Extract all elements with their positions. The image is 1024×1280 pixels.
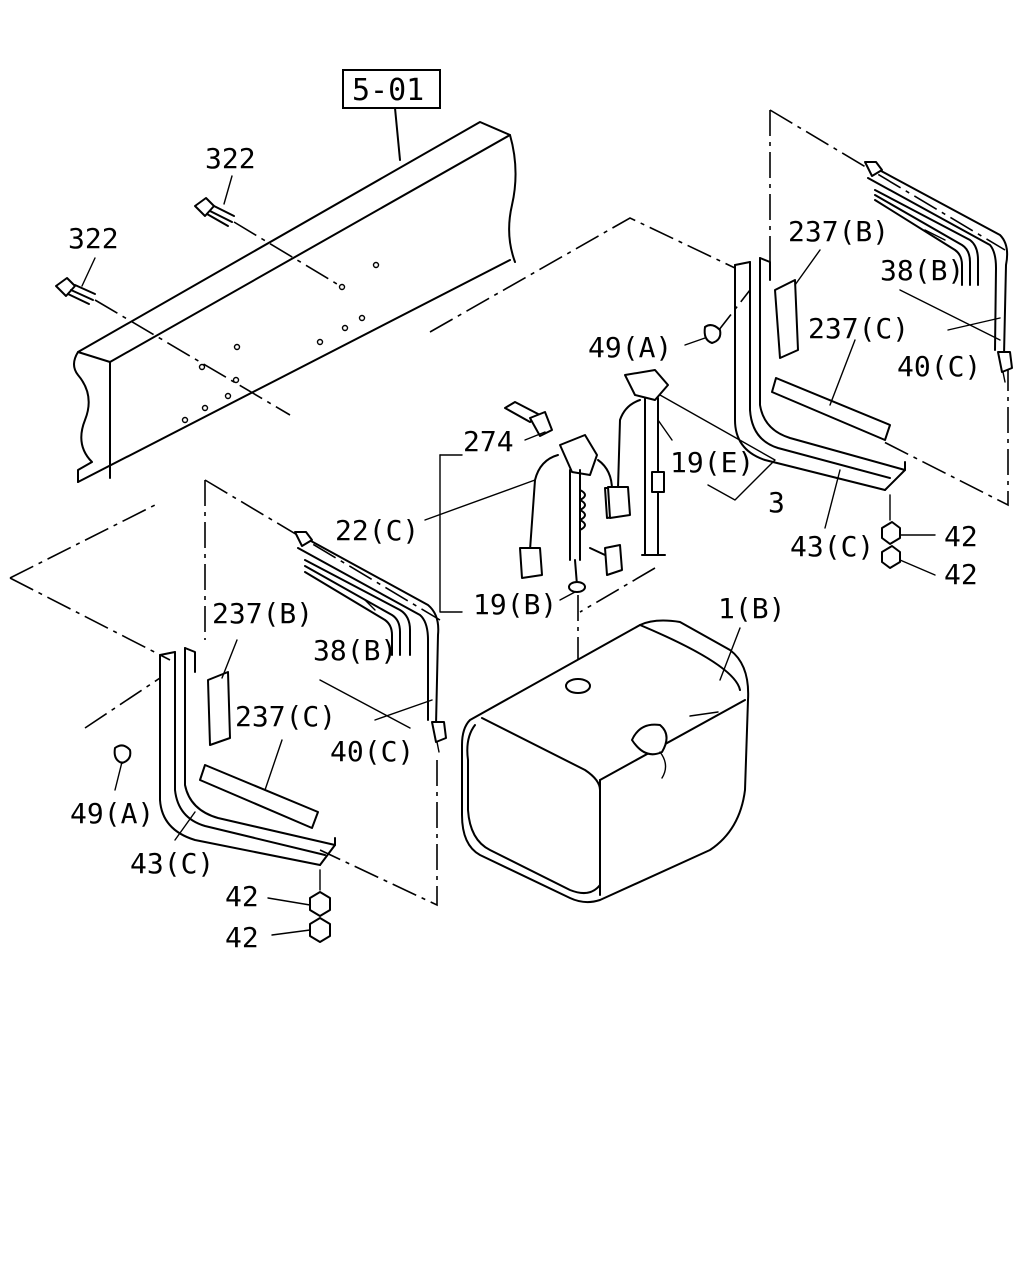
left-bracket-assembly [9,479,447,943]
label-42-right-b: 42 [944,558,978,591]
label-19b: 19(B) [473,588,557,621]
label-3: 3 [768,486,785,519]
label-49a-left: 49(A) [70,797,154,830]
label-237c-left: 237(C) [235,700,336,733]
frame-rail [73,121,517,483]
label-322-upper: 322 [205,142,256,175]
fuel-tank [461,619,750,904]
label-322-lower: 322 [68,222,119,255]
label-19e: 19(E) [670,446,754,479]
label-43c-right: 43(C) [790,530,874,563]
label-49a-right: 49(A) [588,331,672,364]
bolt-322-upper [194,175,343,288]
label-43c-left: 43(C) [130,847,214,880]
reference-box: 5-01 [342,69,441,161]
label-237b-left: 237(B) [212,597,313,630]
label-42-right-a: 42 [944,520,978,553]
label-40c-right: 40(C) [897,350,981,383]
bolt-322-lower [55,257,291,416]
label-42-left-b: 42 [225,921,259,954]
label-1b: 1(B) [718,592,785,625]
right-bracket-assembly [429,109,1013,576]
label-22c: 22(C) [335,514,419,547]
label-237b-right: 237(B) [788,215,889,248]
label-237c-right: 237(C) [808,312,909,345]
label-274: 274 [463,425,514,458]
label-40c-left: 40(C) [330,735,414,768]
label-38b-left: 38(B) [313,634,397,667]
sender-unit-assembly [424,369,776,680]
reference-label: 5-01 [352,73,424,108]
label-38b-right: 38(B) [880,254,964,287]
label-42-left-a: 42 [225,880,259,913]
part-labels: 322 322 237(B) 38(B) 237(C) 40(C) 49(A) … [68,142,981,954]
